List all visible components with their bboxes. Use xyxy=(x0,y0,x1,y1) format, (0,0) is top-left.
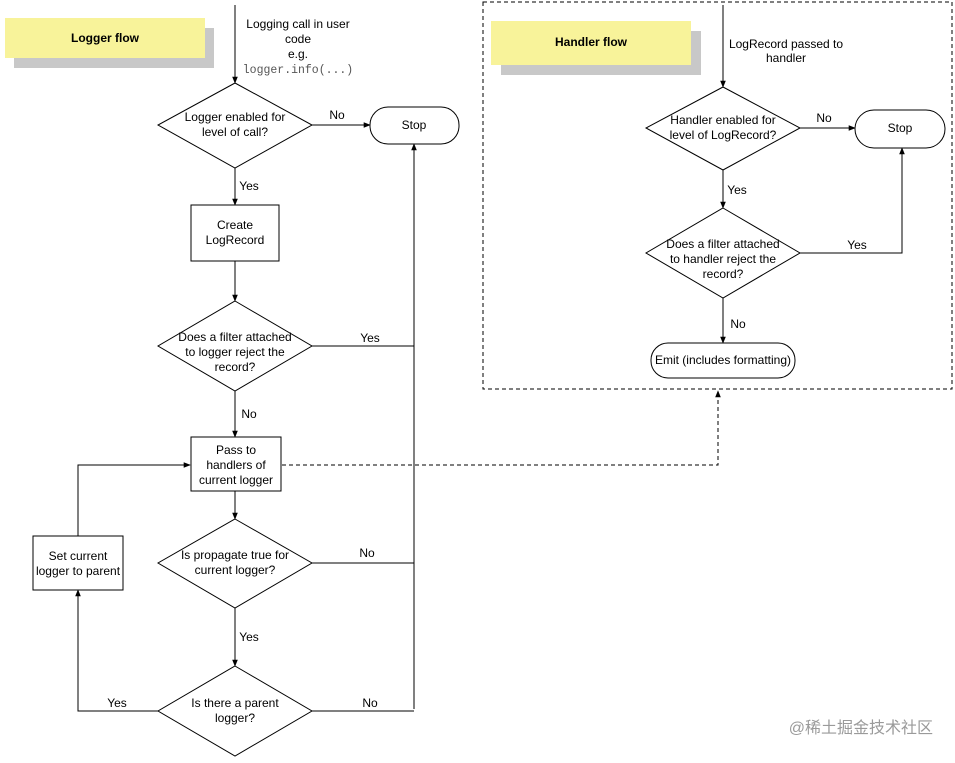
decision-propagate: Is propagate true for current logger? xyxy=(157,518,313,609)
label-handler-enabled-yes: Yes xyxy=(727,183,747,197)
label-parent-no: No xyxy=(362,696,378,710)
svg-text:handler: handler xyxy=(766,51,806,65)
svg-text:Logger enabled for: Logger enabled for xyxy=(185,110,286,124)
handler-entry-text: LogRecord passed to handler xyxy=(729,37,843,65)
svg-text:Pass to: Pass to xyxy=(216,443,256,457)
svg-text:LogRecord: LogRecord xyxy=(206,233,265,247)
svg-text:record?: record? xyxy=(703,267,744,281)
label-filter-yes: Yes xyxy=(360,331,380,345)
svg-text:Does a filter attached: Does a filter attached xyxy=(666,237,779,251)
label-parent-yes: Yes xyxy=(107,696,127,710)
label-handler-enabled-no: No xyxy=(816,111,832,125)
svg-text:level of LogRecord?: level of LogRecord? xyxy=(670,128,777,142)
svg-text:Does a filter attached: Does a filter attached xyxy=(178,330,291,344)
label-enabled-yes: Yes xyxy=(239,179,259,193)
logger-flow-title: Logger flow xyxy=(71,31,140,45)
svg-text:Create: Create xyxy=(217,218,253,232)
svg-text:e.g.: e.g. xyxy=(288,47,308,61)
label-handler-filter-no: No xyxy=(730,317,746,331)
svg-text:Is there a parent: Is there a parent xyxy=(191,696,279,710)
label-propagate-no: No xyxy=(359,546,375,560)
label-propagate-yes: Yes xyxy=(239,630,259,644)
svg-text:handlers of: handlers of xyxy=(206,458,266,472)
watermark-text: @稀土掘金技术社区 xyxy=(789,719,933,737)
arrow-handler-filter-yes xyxy=(800,147,905,254)
svg-text:Set current: Set current xyxy=(49,549,108,563)
logger-stop-terminal: Stop xyxy=(369,106,460,145)
svg-text:logger?: logger? xyxy=(215,711,255,725)
label-handler-filter-yes: Yes xyxy=(847,238,867,252)
svg-text:Is propagate true for: Is propagate true for xyxy=(181,548,289,562)
svg-text:to handler reject the: to handler reject the xyxy=(670,252,776,266)
decision-handler-filter: Does a filter attached to handler reject… xyxy=(645,207,801,299)
logger-entry-code: logger.info(...) xyxy=(243,64,353,77)
process-create-logrecord: Create LogRecord xyxy=(190,204,280,262)
terminal-emit: Emit (includes formatting) xyxy=(650,342,796,379)
handler-stop-terminal: Stop xyxy=(854,109,946,149)
svg-text:Handler enabled for: Handler enabled for xyxy=(670,113,775,127)
handler-flow-frame xyxy=(482,1,953,390)
label-enabled-no: No xyxy=(329,108,345,122)
svg-text:logger to parent: logger to parent xyxy=(36,564,121,578)
arrow-pass-to-handler-flow xyxy=(282,390,721,466)
label-filter-no: No xyxy=(241,407,257,421)
arrow-set-to-pass xyxy=(77,462,191,536)
svg-text:Emit (includes formatting): Emit (includes formatting) xyxy=(655,353,791,367)
logger-flow-title-box: Logger flow xyxy=(5,18,214,68)
decision-has-parent: Is there a parent logger? xyxy=(157,665,313,757)
arrow-parent-yes-to-set xyxy=(75,589,158,712)
logger-entry-text: Logging call in user code e.g. logger.in… xyxy=(243,17,353,77)
svg-text:current logger?: current logger? xyxy=(195,563,276,577)
svg-text:to logger reject the: to logger reject the xyxy=(185,345,285,359)
svg-text:Stop: Stop xyxy=(888,121,913,135)
svg-text:record?: record? xyxy=(215,360,256,374)
decision-logger-enabled: Logger enabled for level of call? xyxy=(156,82,314,169)
logger-flow: Logger flow Logging call in user code e.… xyxy=(5,5,721,757)
process-set-parent: Set current logger to parent xyxy=(32,535,124,591)
handler-flow-title: Handler flow xyxy=(555,35,628,49)
svg-text:Logging call in user: Logging call in user xyxy=(246,17,349,31)
svg-text:code: code xyxy=(285,32,311,46)
handler-flow-title-box: Handler flow xyxy=(491,21,701,75)
svg-text:Stop: Stop xyxy=(402,118,427,132)
svg-text:current logger: current logger xyxy=(199,473,273,487)
process-pass-to-handlers: Pass to handlers of current logger xyxy=(190,436,282,492)
svg-text:LogRecord passed to: LogRecord passed to xyxy=(729,37,843,51)
handler-flow: Handler flow LogRecord passed to handler… xyxy=(482,1,953,390)
decision-logger-filter: Does a filter attached to logger reject … xyxy=(157,300,313,392)
svg-text:level of call?: level of call? xyxy=(202,125,268,139)
decision-handler-enabled: Handler enabled for level of LogRecord? xyxy=(644,86,802,171)
